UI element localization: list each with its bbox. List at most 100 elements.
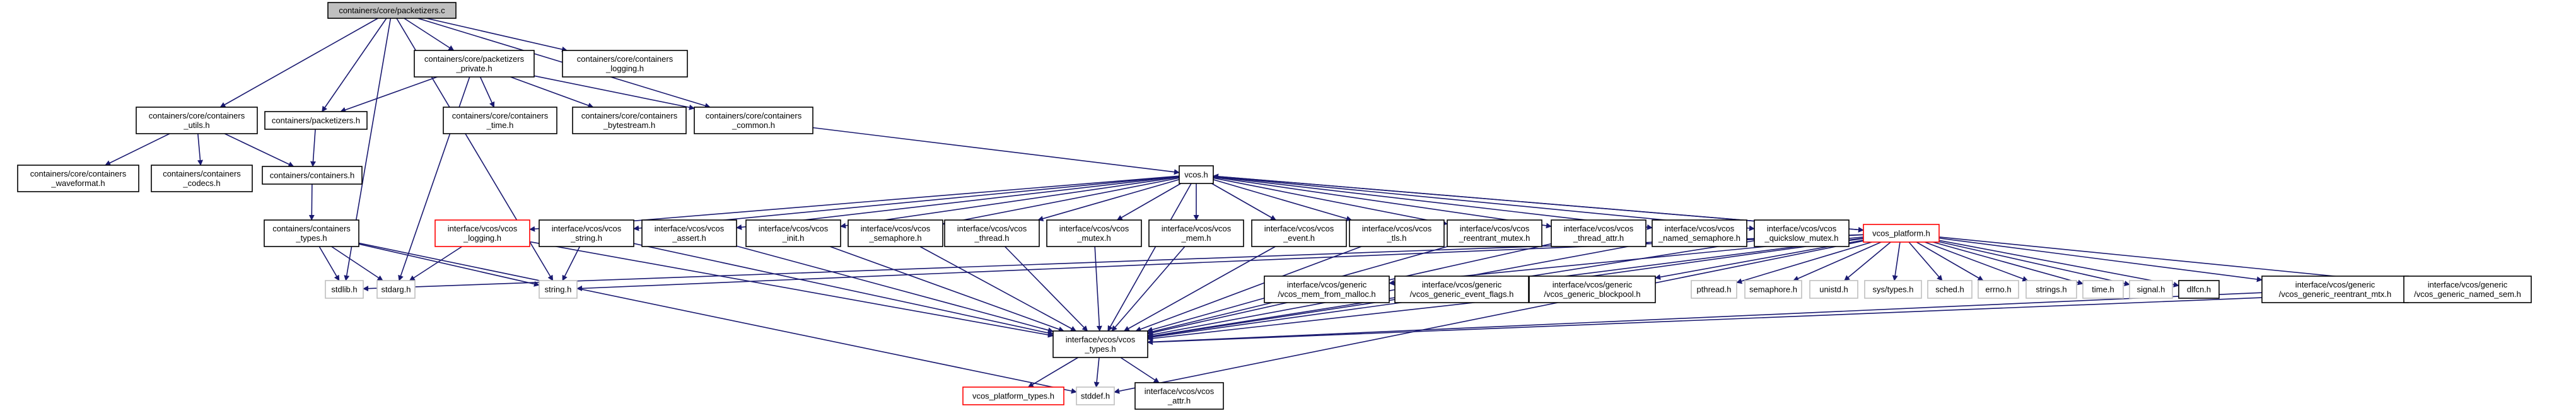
node-vcos-h[interactable]: vcos.h — [1179, 165, 1214, 184]
node-unistd: unistd.h — [1809, 280, 1858, 299]
node-vcos-reentrant-mutex[interactable]: interface/vcos/vcos_reentrant_mutex.h — [1447, 219, 1542, 247]
node-box — [262, 166, 363, 185]
node-gen-event-flags[interactable]: interface/vcos/generic/vcos_generic_even… — [1394, 276, 1529, 303]
node-box — [1978, 280, 2019, 299]
node-gen-blockpool[interactable]: interface/vcos/generic/vcos_generic_bloc… — [1529, 276, 1656, 303]
node-packetizers-c[interactable]: containers/core/packetizers.c — [327, 2, 457, 19]
node-label: interface/vcos/vcos — [759, 224, 829, 233]
node-semaphore: semaphore.h — [1744, 280, 1802, 299]
node-vcos-named-semaphore[interactable]: interface/vcos/vcos_named_semaphore.h — [1652, 219, 1747, 247]
node-box — [2082, 280, 2124, 299]
node-box — [1863, 224, 1940, 243]
node-box — [848, 219, 943, 247]
node-label: containers/core/packetizers — [424, 54, 525, 64]
node-vcos-tls[interactable]: interface/vcos/vcos_tls.h — [1349, 219, 1445, 247]
node-label: interface/vcos/vcos — [1767, 224, 1837, 233]
node-label: interface/vcos/generic — [1553, 280, 1633, 289]
node-box — [1551, 219, 1646, 247]
edge-vcos_logging-to-vcos_types — [529, 241, 1054, 338]
node-label: containers/core/containers — [577, 54, 673, 64]
edge-vcos_h-to-vcos_init — [840, 177, 1180, 229]
edge-packetizers_private-to-core_time — [479, 76, 495, 108]
node-box — [325, 280, 364, 299]
edge-vcos_platform-to-errno — [1916, 241, 1984, 281]
node-vcos-mutex[interactable]: interface/vcos/vcos_mutex.h — [1046, 219, 1142, 247]
node-label: /vcos_generic_named_sem.h — [2414, 289, 2521, 299]
node-vcos-init[interactable]: interface/vcos/vcos_init.h — [745, 219, 841, 247]
edge-vcos_logging-to-stdarg — [409, 246, 463, 281]
node-gen-named-sem[interactable]: interface/vcos/generic/vcos_generic_name… — [2403, 276, 2532, 303]
node-label: _init.h — [782, 233, 805, 243]
node-vcos-event[interactable]: interface/vcos/vcos_event.h — [1251, 219, 1347, 247]
node-gen-reentrant-mtx[interactable]: interface/vcos/generic/vcos_generic_reen… — [2261, 276, 2409, 303]
node-time-h: time.h — [2082, 280, 2124, 299]
node-vcos-thread-attr[interactable]: interface/vcos/vcos_thread_attr.h — [1551, 219, 1646, 247]
node-core-common[interactable]: containers/core/containers_common.h — [694, 107, 813, 134]
node-containers-utils[interactable]: containers/core/containers_utils.h — [136, 107, 258, 134]
node-label: /vcos_generic_blockpool.h — [1544, 289, 1640, 299]
node-vcos-assert[interactable]: interface/vcos/vcos_assert.h — [641, 219, 737, 247]
node-box — [962, 386, 1064, 405]
node-containers-types[interactable]: containers/containers_types.h — [264, 219, 359, 247]
node-vcos-logging[interactable]: interface/vcos/vcos_logging.h — [434, 219, 530, 247]
node-containers-codecs[interactable]: containers/containers_codecs.h — [151, 165, 253, 192]
node-label: sched.h — [1935, 285, 1964, 294]
node-pthread: pthread.h — [1691, 280, 1737, 299]
edge-vcos_h-to-vcos_reentrant_mutex — [1213, 177, 1448, 226]
node-box — [641, 219, 737, 247]
node-box — [376, 280, 416, 299]
node-box — [2129, 280, 2173, 299]
node-vcos-semaphore[interactable]: interface/vcos/vcos_semaphore.h — [848, 219, 943, 247]
node-label: _mem.h — [1181, 233, 1211, 243]
node-box — [1809, 280, 1858, 299]
node-core-logging[interactable]: containers/core/containers_logging.h — [562, 50, 688, 78]
node-label: _quickslow_mutex.h — [1764, 233, 1838, 243]
node-box — [944, 219, 1040, 247]
node-vcos-platform-types[interactable]: vcos_platform_types.h — [962, 386, 1064, 405]
node-gen-mem-malloc[interactable]: interface/vcos/generic/vcos_mem_from_mal… — [1264, 276, 1390, 303]
edge-vcos_h-to-vcos_named_semaphore — [1213, 176, 1653, 230]
node-box — [572, 107, 687, 134]
edge-packetizers_h-to-containers_h — [310, 129, 317, 167]
node-dlfcn[interactable]: dlfcn.h — [2178, 280, 2220, 299]
node-label: _codecs.h — [182, 178, 220, 188]
node-box — [1529, 276, 1656, 303]
node-label: interface/vcos/vcos — [1460, 224, 1530, 233]
edge-vcos_h-to-vcos_tls — [1213, 179, 1353, 222]
node-vcos-mem[interactable]: interface/vcos/vcos_mem.h — [1148, 219, 1244, 247]
node-label: interface/vcos/generic — [1287, 280, 1367, 289]
node-box — [17, 165, 139, 192]
node-label: containers/core/containers — [30, 169, 127, 178]
node-label: _assert.h — [672, 233, 706, 243]
edge-vcos_platform-to-string_h — [576, 234, 1864, 291]
node-vcos-string[interactable]: interface/vcos/vcos_string.h — [539, 219, 634, 247]
edge-vcos_platform-to-sys_types — [1892, 241, 1901, 281]
node-box — [1134, 382, 1224, 410]
node-label: _string.h — [570, 233, 602, 243]
edge-containers_types-to-stdlib — [318, 246, 340, 281]
node-label: _time.h — [486, 120, 514, 130]
node-label: vcos_platform_types.h — [972, 392, 1054, 401]
node-containers-h[interactable]: containers/containers.h — [262, 166, 363, 185]
node-label: sys/types.h — [1872, 285, 1913, 294]
node-core-waveformat[interactable]: containers/core/containers_waveformat.h — [17, 165, 139, 192]
node-box — [2403, 276, 2532, 303]
node-core-time[interactable]: containers/core/containers_time.h — [443, 107, 557, 134]
node-vcos-quickslow-mutex[interactable]: interface/vcos/vcos_quickslow_mutex.h — [1754, 219, 1850, 247]
edge-packetizers_c-to-containers_utils — [219, 18, 378, 108]
node-packetizers-h[interactable]: containers/packetizers.h — [264, 111, 368, 130]
node-vcos-types[interactable]: interface/vcos/vcos_types.h — [1052, 330, 1148, 358]
node-vcos-platform[interactable]: vcos_platform.h — [1863, 224, 1940, 243]
edge-vcos_platform-to-unistd — [1844, 241, 1891, 281]
node-box — [539, 280, 578, 299]
node-core-bytestream[interactable]: containers/core/containers_bytestream.h — [572, 107, 687, 134]
node-label: unistd.h — [1819, 285, 1848, 294]
node-packetizers-private[interactable]: containers/core/packetizers_private.h — [414, 50, 535, 78]
node-vcos-attr[interactable]: interface/vcos/vcos_attr.h — [1134, 382, 1224, 410]
edge-packetizers_private-to-core_common — [533, 75, 695, 110]
edge-packetizers_private-to-packetizers_h — [340, 76, 438, 113]
node-label: containers/core/containers — [452, 111, 549, 120]
node-box — [2025, 280, 2077, 299]
node-vcos-thread[interactable]: interface/vcos/vcos_thread.h — [944, 219, 1040, 247]
